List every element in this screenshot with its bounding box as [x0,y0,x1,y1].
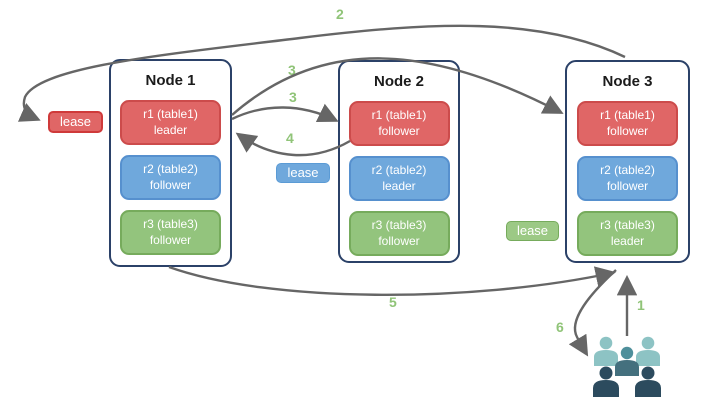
step-label-5: 5 [389,294,397,310]
step-label-3-to-node2: 3 [289,89,297,105]
step-label-6: 6 [556,319,564,335]
node-2-replica-r2: r2 (table2) leader [348,156,450,201]
step-label-2: 2 [336,6,344,22]
replica-name: r3 (table3) [143,216,198,231]
replica-role: follower [606,178,649,193]
step-label-1: 1 [637,297,645,313]
replica-role: follower [378,123,420,138]
replica-name: r1 (table1) [143,106,198,121]
node-2-title: Node 2 [373,73,424,90]
node-1: Node 1 r1 (table1) leader r2 (table2) fo… [109,59,232,267]
replica-role: leader [382,178,416,193]
replica-role: follower [149,232,192,247]
replica-role: follower [149,177,192,192]
replica-name: r1 (table1) [600,107,655,122]
node-1-replica-r2: r2 (table2) follower [120,155,221,200]
step-label-4: 4 [286,130,294,146]
arrow-step6-node3-to-users [568,269,617,357]
replica-name: r3 (table3) [600,217,655,232]
node-3-replica-r1: r1 (table1) follower [577,101,678,146]
node-2: Node 2 r1 (table1) follower r2 (table2) … [338,60,460,263]
node-2-replica-r3: r3 (table3) follower [348,211,450,256]
replica-role: follower [378,233,420,248]
replica-name: r2 (table2) [143,161,198,176]
replica-name: r2 (table2) [371,162,427,177]
node-3-replica-r2: r2 (table2) follower [577,156,678,201]
replica-role: leader [153,122,188,137]
node-1-replica-r1: r1 (table1) leader [120,100,221,145]
replica-name: r2 (table2) [600,162,655,177]
replica-name: r3 (table3) [371,217,427,232]
replica-role: leader [610,233,645,248]
node-1-title: Node 1 [145,72,196,89]
lease-badge-table1: lease [48,111,103,133]
node-1-replica-r3: r3 (table3) follower [120,210,221,255]
lease-badge-table3: lease [506,221,559,241]
replica-name: r1 (table1) [371,107,427,122]
users-icon [593,336,661,397]
step-label-3-to-node3: 3 [288,62,296,78]
node-2-replica-r1: r1 (table1) follower [348,101,450,146]
node-3-title: Node 3 [602,73,653,90]
node-3: Node 3 r1 (table1) follower r2 (table2) … [565,60,690,263]
node-3-replica-r3: r3 (table3) leader [577,211,678,256]
arrow-step4-follower-ack-to-leader [235,132,351,157]
arrow-step3-leader-to-node2-follower [231,103,339,123]
arrow-step5-node1-to-node3 [168,265,616,296]
replica-role: follower [606,123,649,138]
lease-badge-table2: lease [276,163,330,183]
